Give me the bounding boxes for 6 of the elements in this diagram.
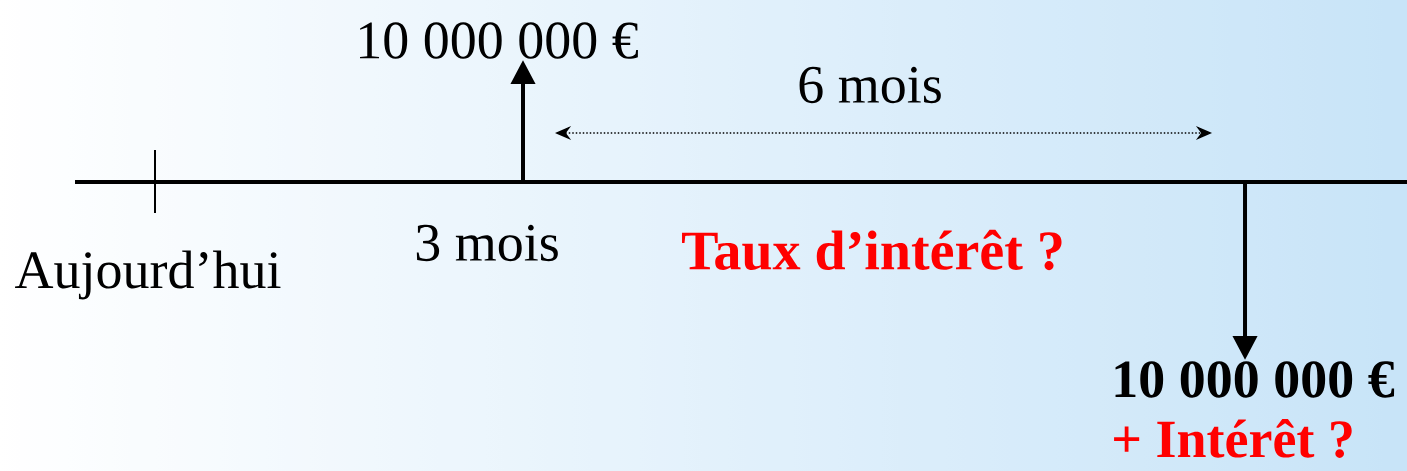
dimension-label: 6 mois: [799, 66, 941, 104]
time-label: Aujourd’hui: [15, 250, 281, 300]
amount-label: 10 000 000 €: [360, 22, 638, 59]
time-label: 3 mois: [416, 224, 558, 262]
question-label: Taux d’intérêt ?: [682, 229, 1062, 271]
amount-label: 10 000 000 € + Intérêt ?: [1114, 361, 1395, 458]
